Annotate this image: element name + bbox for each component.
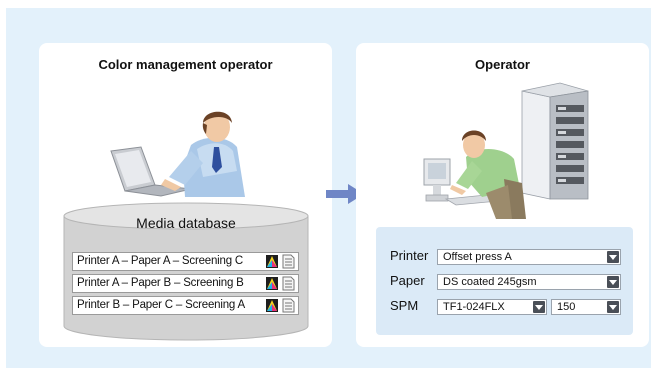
printer-select[interactable]: Offset press A: [437, 249, 621, 265]
database-row-label: Printer A – Paper A – Screening C: [77, 255, 244, 267]
color-management-panel: Color management operator: [39, 43, 332, 347]
printer-value: Offset press A: [443, 251, 512, 263]
database-row-label: Printer B – Paper C – Screening A: [77, 299, 245, 311]
spm-screen-select[interactable]: TF1-024FLX: [437, 299, 547, 315]
diagram-canvas: Color management operator: [6, 8, 651, 368]
icc-profile-icon[interactable]: [265, 276, 279, 291]
server-rack-icon: [521, 82, 589, 200]
database-row[interactable]: Printer B – Paper C – Screening A: [72, 296, 299, 315]
chevron-down-icon[interactable]: [607, 251, 619, 263]
chevron-down-icon[interactable]: [533, 301, 545, 313]
chevron-down-icon[interactable]: [607, 276, 619, 288]
operator-panel: Operator: [356, 43, 649, 347]
document-icon[interactable]: [282, 276, 295, 291]
icc-profile-icon[interactable]: [265, 254, 279, 269]
icc-profile-icon[interactable]: [265, 298, 279, 313]
document-icon[interactable]: [282, 298, 295, 313]
database-rows: Printer A – Paper A – Screening C: [72, 252, 299, 318]
printer-label: Printer: [390, 248, 429, 263]
print-settings-box: Printer Offset press A Paper DS coated 2…: [376, 227, 633, 335]
chevron-down-icon[interactable]: [607, 301, 619, 313]
spm-value: TF1-024FLX: [443, 301, 505, 313]
paper-value: DS coated 245gsm: [443, 276, 537, 288]
spm-lpi-value: 150: [557, 301, 576, 313]
database-row-label: Printer A – Paper B – Screening B: [77, 277, 244, 289]
spm-label: SPM: [390, 298, 419, 313]
person-laptop-icon: [110, 111, 245, 197]
person-workstation-icon: [423, 130, 526, 219]
spm-lpi-select[interactable]: 150: [551, 299, 621, 315]
document-icon[interactable]: [282, 254, 295, 269]
paper-label: Paper: [390, 273, 425, 288]
database-row[interactable]: Printer A – Paper A – Screening C: [72, 252, 299, 271]
panel-title-color-management: Color management operator: [98, 57, 273, 72]
database-row[interactable]: Printer A – Paper B – Screening B: [72, 274, 299, 293]
database-title: Media database: [136, 215, 236, 231]
paper-select[interactable]: DS coated 245gsm: [437, 274, 621, 290]
panel-title-operator: Operator: [475, 57, 530, 72]
media-database: Media database Printer A – Paper A – Scr…: [63, 202, 309, 342]
